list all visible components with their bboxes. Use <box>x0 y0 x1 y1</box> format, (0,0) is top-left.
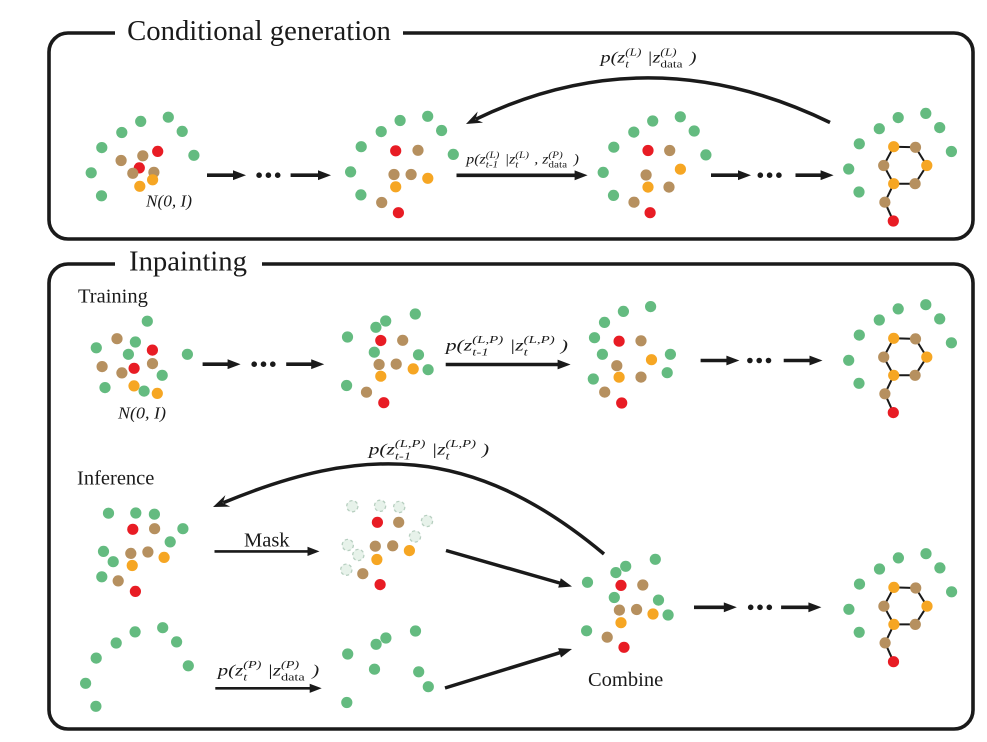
svg-text:t-1: t-1 <box>395 449 411 462</box>
svg-text:Training: Training <box>78 286 148 308</box>
svg-text:p(z: p(z <box>366 441 395 459</box>
svg-text:|z: |z <box>509 337 524 355</box>
svg-text:Inference: Inference <box>77 468 154 490</box>
svg-text:t-1: t-1 <box>486 160 498 170</box>
svg-text:(P): (P) <box>243 659 261 671</box>
svg-text:N(0, I): N(0, I) <box>117 403 166 422</box>
svg-text:data: data <box>281 671 305 683</box>
svg-text:t: t <box>625 58 629 70</box>
svg-text:data: data <box>660 58 683 70</box>
svg-text:): ) <box>689 48 697 66</box>
svg-text:t: t <box>515 160 519 170</box>
svg-text:t: t <box>243 671 247 683</box>
svg-text:): ) <box>573 153 579 168</box>
svg-text:(P): (P) <box>281 659 299 671</box>
svg-text:(L,P): (L,P) <box>445 437 476 450</box>
svg-text:(L): (L) <box>515 151 529 161</box>
svg-text:(L): (L) <box>660 46 676 58</box>
svg-text:|z: |z <box>647 48 660 66</box>
svg-text:t-1: t-1 <box>472 345 489 358</box>
svg-text:t: t <box>445 449 450 462</box>
svg-text:|z: |z <box>505 153 516 168</box>
svg-text:|z: |z <box>267 662 281 680</box>
svg-text:|z: |z <box>431 441 446 459</box>
svg-text:Conditional generation: Conditional generation <box>127 15 391 47</box>
svg-text:t: t <box>524 345 529 358</box>
svg-text:Inpainting: Inpainting <box>129 246 247 278</box>
svg-text:): ) <box>481 441 489 459</box>
svg-text:, z: , z <box>534 153 548 168</box>
svg-text:p(z: p(z <box>465 153 486 168</box>
svg-text:N(0, I): N(0, I) <box>145 192 192 211</box>
svg-text:(L,P): (L,P) <box>524 333 555 346</box>
svg-text:): ) <box>560 337 568 355</box>
svg-text:p(z: p(z <box>443 337 472 355</box>
svg-text:data: data <box>548 160 567 170</box>
svg-text:p(z: p(z <box>598 48 625 66</box>
svg-text:Mask: Mask <box>244 530 290 552</box>
svg-text:(L): (L) <box>486 151 500 161</box>
svg-text:Combine: Combine <box>588 669 663 691</box>
svg-text:): ) <box>311 662 319 680</box>
svg-text:(P): (P) <box>548 151 563 161</box>
svg-text:(L): (L) <box>625 46 641 58</box>
svg-text:(L,P): (L,P) <box>395 437 426 450</box>
svg-text:p(z: p(z <box>216 662 244 680</box>
svg-text:(L,P): (L,P) <box>472 333 503 346</box>
